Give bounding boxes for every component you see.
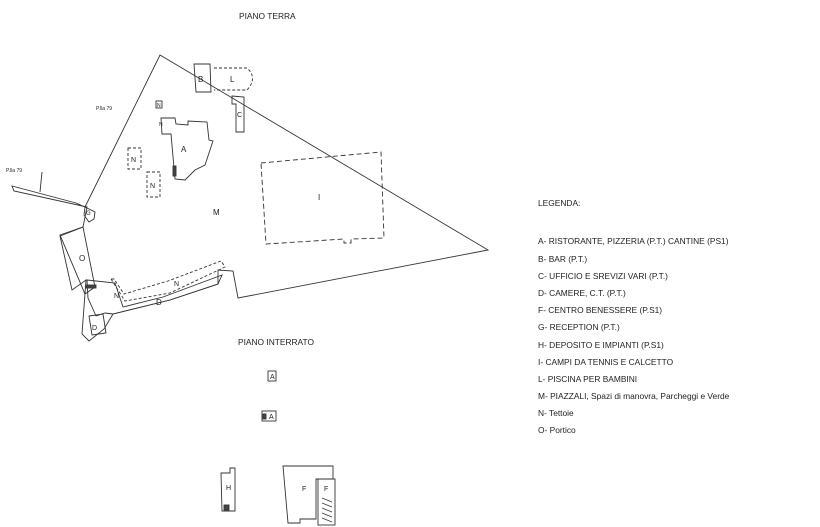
legend-item-h: H- DEPOSITO E IMPIANTI (P.S1) <box>538 339 664 350</box>
legend-title: LEGENDA: <box>538 198 581 208</box>
legend-item-m: M- PIAZZALI, Spazi di manovra, Parcheggi… <box>538 391 730 402</box>
parcel-label-left: P.lla 79 <box>6 168 22 174</box>
label-n-left-2: N <box>150 183 155 190</box>
label-l: L <box>230 75 235 84</box>
legend-item-c: C- UFFICIO E SREVIZI VARI (P.T.) <box>538 270 668 281</box>
site-boundary <box>11 54 490 342</box>
label-n-left-1: N <box>131 157 136 164</box>
label-a-basement-2: A <box>269 414 274 421</box>
shelter-n-top-outline <box>155 100 163 109</box>
shelter-n-left-1-outline <box>127 147 142 170</box>
ground-floor-title: PIANO TERRA <box>239 11 296 21</box>
label-o: O <box>79 254 85 263</box>
building-b-outline <box>193 63 212 93</box>
basement-f-annex-outline <box>317 478 336 526</box>
label-i: I <box>318 193 320 202</box>
label-b: B <box>198 75 203 84</box>
building-c-outline <box>231 95 245 133</box>
legend-item-i: I- CAMPI DA TENNIS E CALCETTO <box>538 356 674 367</box>
legend-item-a: A- RISTORANTE, PIZZERIA (P.T.) CANTINE (… <box>538 236 729 247</box>
basement-a-marker-2 <box>261 410 277 422</box>
basement-f-outline <box>282 465 334 524</box>
legend-item-l: L- PISCINA PER BAMBINI <box>538 373 638 384</box>
legend-item-b: B- BAR (P.T.) <box>538 253 588 264</box>
legend: LEGENDA: A- RISTORANTE, PIZZERIA (P.T.) … <box>538 199 818 444</box>
building-a-outline <box>160 117 214 181</box>
label-n-bottom-left: N <box>114 293 119 300</box>
legend-item-g: G- RECEPTION (P.T.) <box>538 322 620 333</box>
parcel-boundary-marker <box>39 171 43 193</box>
parcel-label-upper: P.lla 79 <box>96 106 112 112</box>
label-n-small-top: N <box>157 103 161 109</box>
building-g-outline <box>83 206 96 223</box>
label-f-2: F <box>324 486 328 493</box>
basement-f-stair-hatch <box>321 497 333 523</box>
label-m: M <box>213 208 220 217</box>
building-d-wing-outline <box>86 274 223 317</box>
building-d-detail <box>85 284 97 289</box>
label-d-small: D <box>92 325 97 332</box>
legend-item-n: N- Tettoie <box>538 408 574 419</box>
courts-i-outline <box>260 151 385 245</box>
legend-item-f: F- CENTRO BENESSERE (P.S1) <box>538 305 663 316</box>
label-a-basement-1: A <box>270 374 275 381</box>
label-n-bottom: N <box>174 281 179 288</box>
legend-list: A- RISTORANTE, PIZZERIA (P.T.) CANTINE (… <box>538 237 818 443</box>
building-d-small-outline <box>88 313 107 336</box>
basement-h-detail <box>223 504 230 511</box>
basement-title: PIANO INTERRATO <box>238 337 314 347</box>
label-g: G <box>86 211 91 217</box>
label-c: C <box>237 112 242 119</box>
label-a: A <box>181 145 187 154</box>
basement-a-marker-1 <box>267 370 277 382</box>
label-n-near-a: N <box>159 122 163 128</box>
label-f-1: F <box>302 486 306 493</box>
building-a-detail <box>172 165 177 177</box>
legend-item-d: D- CAMERE, C.T. (P.T.) <box>538 287 626 298</box>
legend-item-o: O- Portico <box>538 425 576 436</box>
shelter-n-bottom-outline <box>110 260 226 302</box>
basement-a-marker-2-detail <box>262 413 267 420</box>
label-h: H <box>226 485 231 492</box>
pool-l-outline <box>214 67 253 91</box>
label-d-wing: D <box>156 298 162 307</box>
shelter-n-left-2-outline <box>146 171 161 198</box>
basement-h-outline <box>220 467 236 512</box>
